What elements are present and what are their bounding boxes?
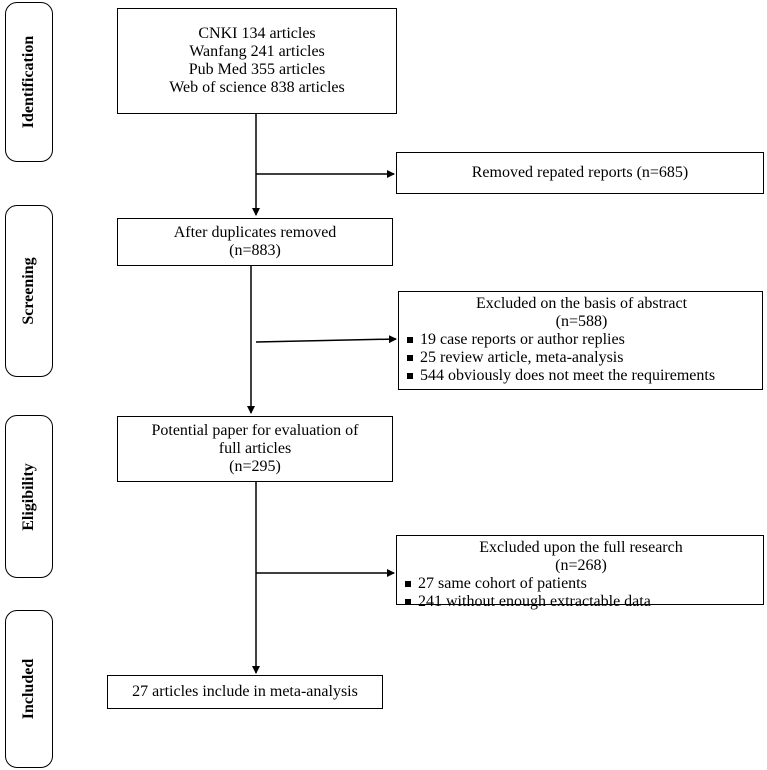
sources-box: CNKI 134 articles Wanfang 241 articles P… xyxy=(117,8,397,114)
list-item: 25 review article, meta-analysis xyxy=(407,349,756,367)
stage-identification: Identification xyxy=(5,2,53,162)
square-bullet-icon xyxy=(407,355,413,361)
list-item-text: 27 same cohort of patients xyxy=(418,575,587,592)
list-item: 27 same cohort of patients xyxy=(405,575,757,593)
list-item: 19 case reports or author replies xyxy=(407,331,756,349)
abstract-exclusion-list: 19 case reports or author replies 25 rev… xyxy=(407,331,756,385)
stage-label-included: Included xyxy=(20,658,37,720)
square-bullet-icon xyxy=(407,373,413,379)
square-bullet-icon xyxy=(407,337,413,343)
square-bullet-icon xyxy=(405,581,411,587)
full-research-exclusion-title: Excluded upon the full research xyxy=(479,539,683,556)
full-text-box: Potential paper for evaluation of full a… xyxy=(117,416,393,482)
list-item-text: 25 review article, meta-analysis xyxy=(420,349,624,366)
list-item-text: 241 without enough extractable data xyxy=(418,593,651,610)
full-research-exclusion-count: (n=268) xyxy=(555,557,607,574)
arrow-to-abstract-exclusion xyxy=(255,335,397,344)
full-text-title-line2: full articles xyxy=(218,440,292,457)
source-line: Wanfang 241 articles xyxy=(189,43,325,60)
abstract-exclusion-box: Excluded on the basis of abstract (n=588… xyxy=(398,291,763,390)
source-line: Web of science 838 articles xyxy=(169,79,345,96)
duplicates-removed-text: Removed repated reports (n=685) xyxy=(471,164,689,181)
source-line: Pub Med 355 articles xyxy=(188,61,326,78)
abstract-exclusion-title: Excluded on the basis of abstract xyxy=(475,295,688,312)
stage-included: Included xyxy=(5,610,53,768)
stage-screening: Screening xyxy=(5,205,53,377)
after-duplicates-box: After duplicates removed (n=883) xyxy=(117,218,393,266)
stage-eligibility: Eligibility xyxy=(5,415,53,578)
stage-label-eligibility: Eligibility xyxy=(20,462,37,531)
full-research-exclusion-box: Excluded upon the full research (n=268) … xyxy=(396,535,764,610)
abstract-exclusion-count: (n=588) xyxy=(555,313,608,330)
full-text-count: (n=295) xyxy=(229,458,281,475)
duplicates-removed-box: Removed repated reports (n=685) xyxy=(396,152,764,194)
source-line: CNKI 134 articles xyxy=(198,25,316,42)
included-text: 27 articles include in meta-analysis xyxy=(132,683,358,700)
stage-label-identification: Identification xyxy=(20,35,37,129)
list-item-text: 544 obviously does not meet the requirem… xyxy=(420,367,716,384)
square-bullet-icon xyxy=(405,599,411,605)
included-box: 27 articles include in meta-analysis xyxy=(107,675,383,709)
after-duplicates-title: After duplicates removed xyxy=(173,224,337,241)
after-duplicates-count: (n=883) xyxy=(229,242,281,259)
stage-label-screening: Screening xyxy=(20,257,37,325)
list-item: 544 obviously does not meet the requirem… xyxy=(407,367,756,385)
list-item-text: 19 case reports or author replies xyxy=(420,331,625,348)
full-research-exclusion-list: 27 same cohort of patients 241 without e… xyxy=(405,575,757,611)
list-item: 241 without enough extractable data xyxy=(405,593,757,611)
full-text-title-line1: Potential paper for evaluation of xyxy=(151,422,359,439)
